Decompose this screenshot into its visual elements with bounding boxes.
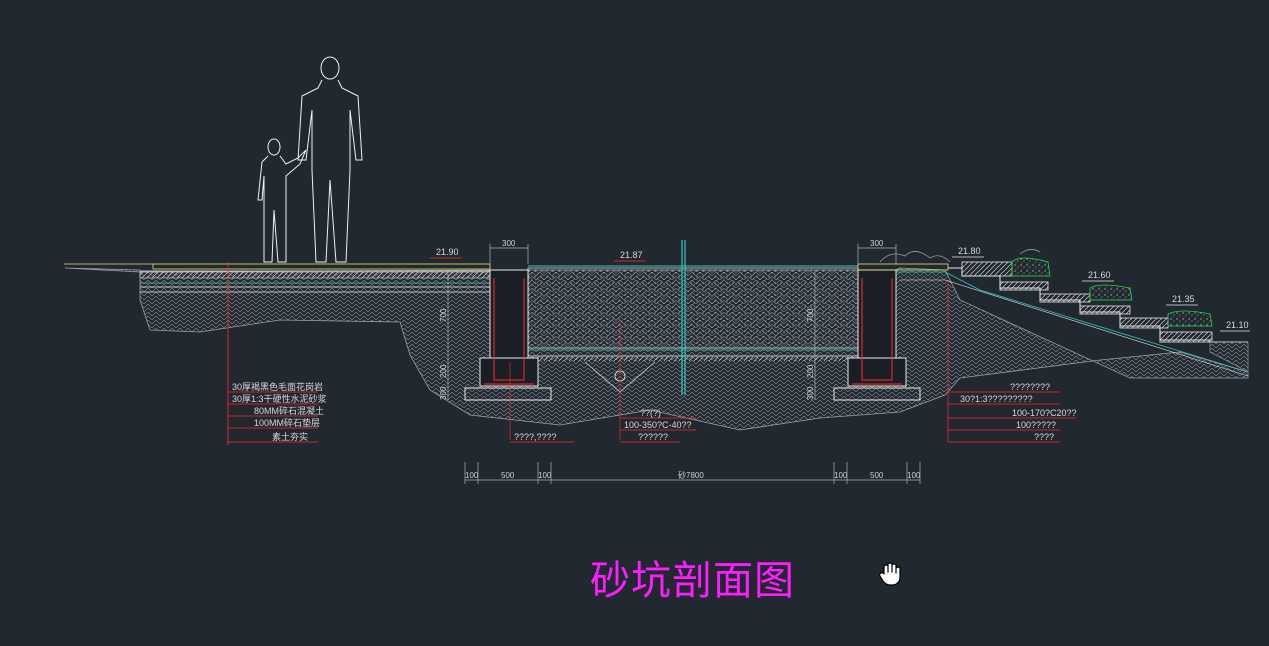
hand-pan-icon — [879, 562, 901, 586]
callout-text: 30厚1:3干硬性水泥砂浆 — [232, 393, 327, 404]
callout-text: 80MM碎石混凝土 — [254, 405, 324, 416]
callout-text: ????,???? — [514, 432, 557, 442]
callout-text: 100-350?C-40?? — [624, 420, 692, 430]
bottom-dimension-text: 100 — [834, 471, 848, 480]
drawing-title: 砂坑剖面图 — [590, 558, 795, 604]
elevation-label: 21.35 — [1172, 294, 1195, 304]
bottom-dimension-text: 100 — [907, 471, 921, 480]
callout-text: 30厚褐黑色毛面花岗岩 — [232, 381, 323, 392]
callout-text: 30?1:3????????? — [960, 394, 1033, 404]
elevation-markers: 21.90 21.87 21.80 21.60 21.35 21.10 — [430, 246, 1250, 332]
top-dimension-text: 300 — [870, 239, 884, 248]
callout-text: ??(?) — [640, 408, 661, 418]
sand-pit — [527, 240, 859, 440]
callout-text: 100MM碎石垫层 — [254, 417, 320, 428]
callout-text: 素土夯实 — [272, 431, 308, 442]
elevation-label: 21.60 — [1088, 270, 1111, 280]
vertical-dimension-text: 200 — [806, 364, 815, 378]
bottom-dimension-text: 100 — [538, 471, 552, 480]
human-scale-figures — [257, 56, 363, 263]
callout-leaders — [228, 282, 1076, 443]
vertical-dimension-text: 700 — [806, 308, 815, 322]
right-retaining-wall — [833, 263, 949, 401]
callout-text: ???? — [1034, 432, 1054, 442]
elevation-label: 21.90 — [436, 247, 459, 257]
callout-text: ???????? — [1010, 382, 1050, 392]
soil-ground-fill — [64, 267, 1249, 431]
bottom-dimension-chain — [464, 462, 921, 484]
top-dimensions — [489, 244, 897, 264]
vertical-dimension-text: 300 — [439, 386, 448, 400]
callout-text: 100-170?C20?? — [1012, 408, 1077, 418]
bottom-dimension-text: 500 — [870, 471, 884, 480]
callout-text: ?????? — [638, 432, 668, 442]
elevation-label: 21.87 — [620, 250, 643, 260]
bottom-dimension-text: 100 — [465, 471, 479, 480]
bottom-dimension-text: 500 — [501, 471, 515, 480]
bottom-dimension-text: 砂7800 — [678, 470, 704, 480]
right-steps — [879, 249, 1249, 377]
vertical-dimensions — [447, 270, 816, 400]
elevation-label: 21.80 — [958, 246, 981, 256]
elevation-label: 21.10 — [1226, 320, 1249, 330]
vertical-dimension-text: 700 — [439, 308, 448, 322]
top-dimension-text: 300 — [502, 239, 516, 248]
vertical-dimension-text: 200 — [439, 364, 448, 378]
vertical-dimension-text: 300 — [806, 386, 815, 400]
left-retaining-wall — [464, 269, 552, 440]
callout-text: 100????? — [1016, 420, 1056, 430]
